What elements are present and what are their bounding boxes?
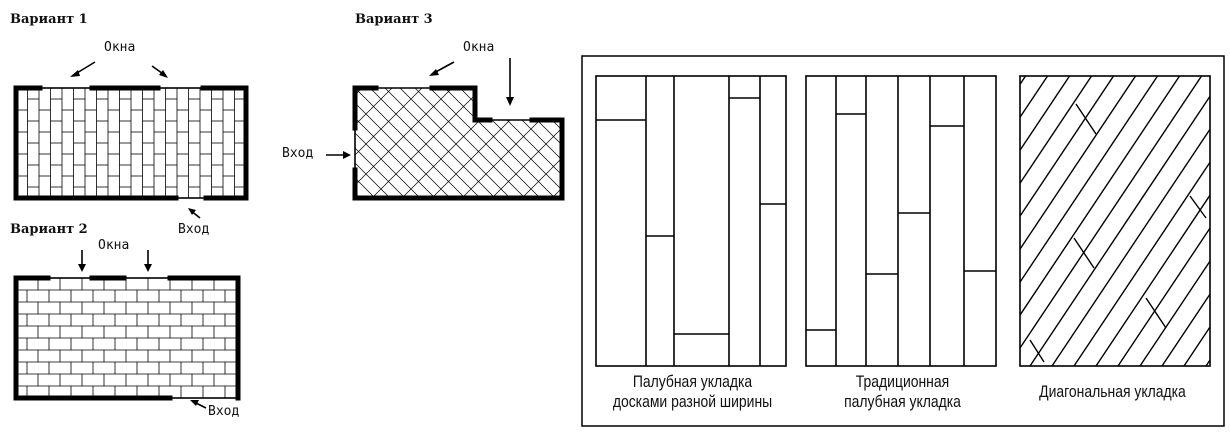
variant3-arrows [326,58,514,159]
panel1-deck-varied-width [595,75,787,367]
variant1-entrance-label: Вход [178,222,210,237]
variant2-walls [13,275,241,401]
panel1-caption-line1: Палубная укладка [632,372,753,391]
panel1-caption-line2: досками разной ширины [612,392,773,411]
panel3-caption: Диагональная укладка [1024,382,1200,402]
panel2-caption-line1: Традиционная [855,372,950,391]
variant3-floor-pattern [355,88,562,198]
variant2-entrance-label: Вход [208,404,240,419]
patterns-frame [581,55,1225,427]
variant1-windows-label: Окна [104,40,136,55]
variant3-entrance-label: Вход [282,146,314,161]
variant1-arrows [70,61,201,219]
variant2-floor-pattern [16,278,238,398]
variant3-windows-label: Окна [463,40,495,55]
panel1-caption: Палубная укладка досками разной ширины [604,372,780,412]
variant1-title: Вариант 1 [10,12,88,27]
variant2-windows-label: Окна [98,238,130,253]
variant3-walls [352,85,565,201]
variant1-walls [13,85,249,201]
panel3-diagonal [1019,75,1211,367]
variant3-title: Вариант 3 [355,12,433,27]
variant2-title: Вариант 2 [10,222,88,237]
panel2-caption-line2: палубная укладка [844,392,961,411]
variant1-floor-pattern [16,88,246,198]
panel3-caption-line1: Диагональная укладка [1039,382,1186,401]
panel2-caption: Традиционная палубная укладка [814,372,990,412]
panel2-deck-traditional [805,75,997,367]
variant2-arrows [78,250,207,409]
